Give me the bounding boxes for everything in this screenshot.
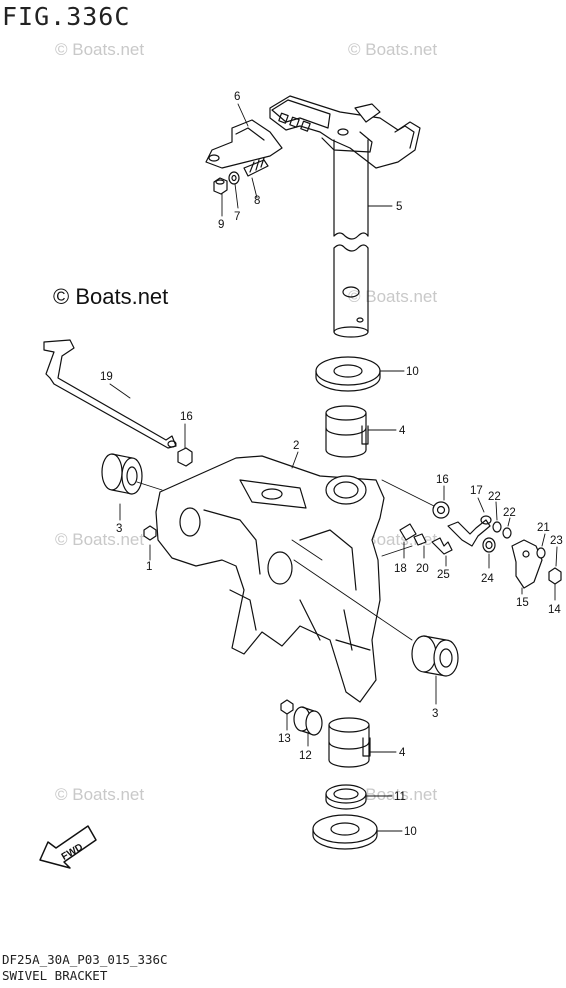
part-6-steering-bracket xyxy=(205,95,421,169)
part-15-plate xyxy=(511,539,543,589)
callout-16-left: 16 xyxy=(180,411,193,423)
watermark: © Boats.net xyxy=(348,40,438,59)
part-17-lever xyxy=(447,515,492,547)
callout-19: 19 xyxy=(100,371,113,383)
watermark: © Boats.net xyxy=(55,40,145,59)
part-4-bushing-upper xyxy=(325,405,369,458)
callout-17: 17 xyxy=(470,485,483,497)
callout-22b: 22 xyxy=(503,507,516,519)
callout-14: 14 xyxy=(548,604,561,616)
callout-12: 12 xyxy=(299,750,312,762)
callout-10-bottom: 10 xyxy=(404,826,417,838)
callout-3-left: 3 xyxy=(116,523,122,535)
callouts: 6 9 7 8 5 10 19 16 4 2 3 1 16 17 22 22 2… xyxy=(100,91,563,838)
callout-4-lower: 4 xyxy=(399,747,406,759)
footer-code: DF25A_30A_P03_015_336C xyxy=(2,952,168,967)
callout-13: 13 xyxy=(278,733,291,745)
callout-7: 7 xyxy=(234,211,240,223)
callout-1: 1 xyxy=(146,561,152,573)
footer-name: SWIVEL BRACKET xyxy=(2,968,108,983)
part-21-washer xyxy=(536,547,546,559)
callout-22a: 22 xyxy=(488,491,501,503)
part-3-bushing-right xyxy=(411,635,459,677)
watermark: © Boats.net xyxy=(55,530,145,549)
part-22-washer-b xyxy=(502,527,512,539)
part-7-washer xyxy=(228,171,240,185)
callout-18: 18 xyxy=(394,563,407,575)
watermark: © Boats.net xyxy=(55,785,145,804)
callout-2: 2 xyxy=(293,440,299,452)
part-8-bolt xyxy=(243,157,269,177)
part-16-cap-left xyxy=(177,447,193,467)
callout-21: 21 xyxy=(537,522,550,534)
figure-title: FIG.336C xyxy=(2,2,131,31)
callout-10-top: 10 xyxy=(406,366,419,378)
part-22-washer-a xyxy=(492,521,502,533)
callout-24: 24 xyxy=(481,573,494,585)
part-2-swivel-bracket xyxy=(155,455,385,703)
fwd-arrow-icon: FWD xyxy=(39,825,97,869)
part-16-cap-right xyxy=(432,501,450,519)
part-20-screw xyxy=(413,533,427,546)
callout-3-right: 3 xyxy=(432,708,438,720)
callout-23: 23 xyxy=(550,535,563,547)
part-4-bushing-lower xyxy=(328,717,371,768)
callout-16-right: 16 xyxy=(436,474,449,486)
part-12-collar xyxy=(293,706,323,736)
part-10-washer-bottom xyxy=(312,814,378,850)
callout-25: 25 xyxy=(437,569,450,581)
part-1-grease-nipple xyxy=(143,525,157,541)
callout-11: 11 xyxy=(394,791,406,803)
callout-4-upper: 4 xyxy=(399,425,406,437)
part-3-bushing-left xyxy=(101,453,143,495)
part-11-ring xyxy=(325,784,367,810)
part-18-clip xyxy=(399,523,417,541)
callout-9: 9 xyxy=(218,219,224,231)
callout-8: 8 xyxy=(254,195,260,207)
watermark: © Boats.net xyxy=(348,785,438,804)
callout-15: 15 xyxy=(516,597,529,609)
part-25-spring xyxy=(431,537,453,555)
leader-lines xyxy=(109,103,558,832)
part-13-bolt xyxy=(280,699,294,715)
part-9-nut xyxy=(213,177,228,195)
part-19-tilt-rod xyxy=(43,339,177,449)
callout-6: 6 xyxy=(234,91,240,103)
watermark: © Boats.net xyxy=(348,287,438,306)
part-14-nut xyxy=(548,567,562,585)
part-10-washer-top xyxy=(315,356,381,392)
callout-20: 20 xyxy=(416,563,429,575)
part-5-steering-shaft xyxy=(333,139,369,338)
part-24-spring xyxy=(482,537,496,553)
callout-5: 5 xyxy=(396,201,402,213)
watermark-main: © Boats.net xyxy=(53,284,169,309)
